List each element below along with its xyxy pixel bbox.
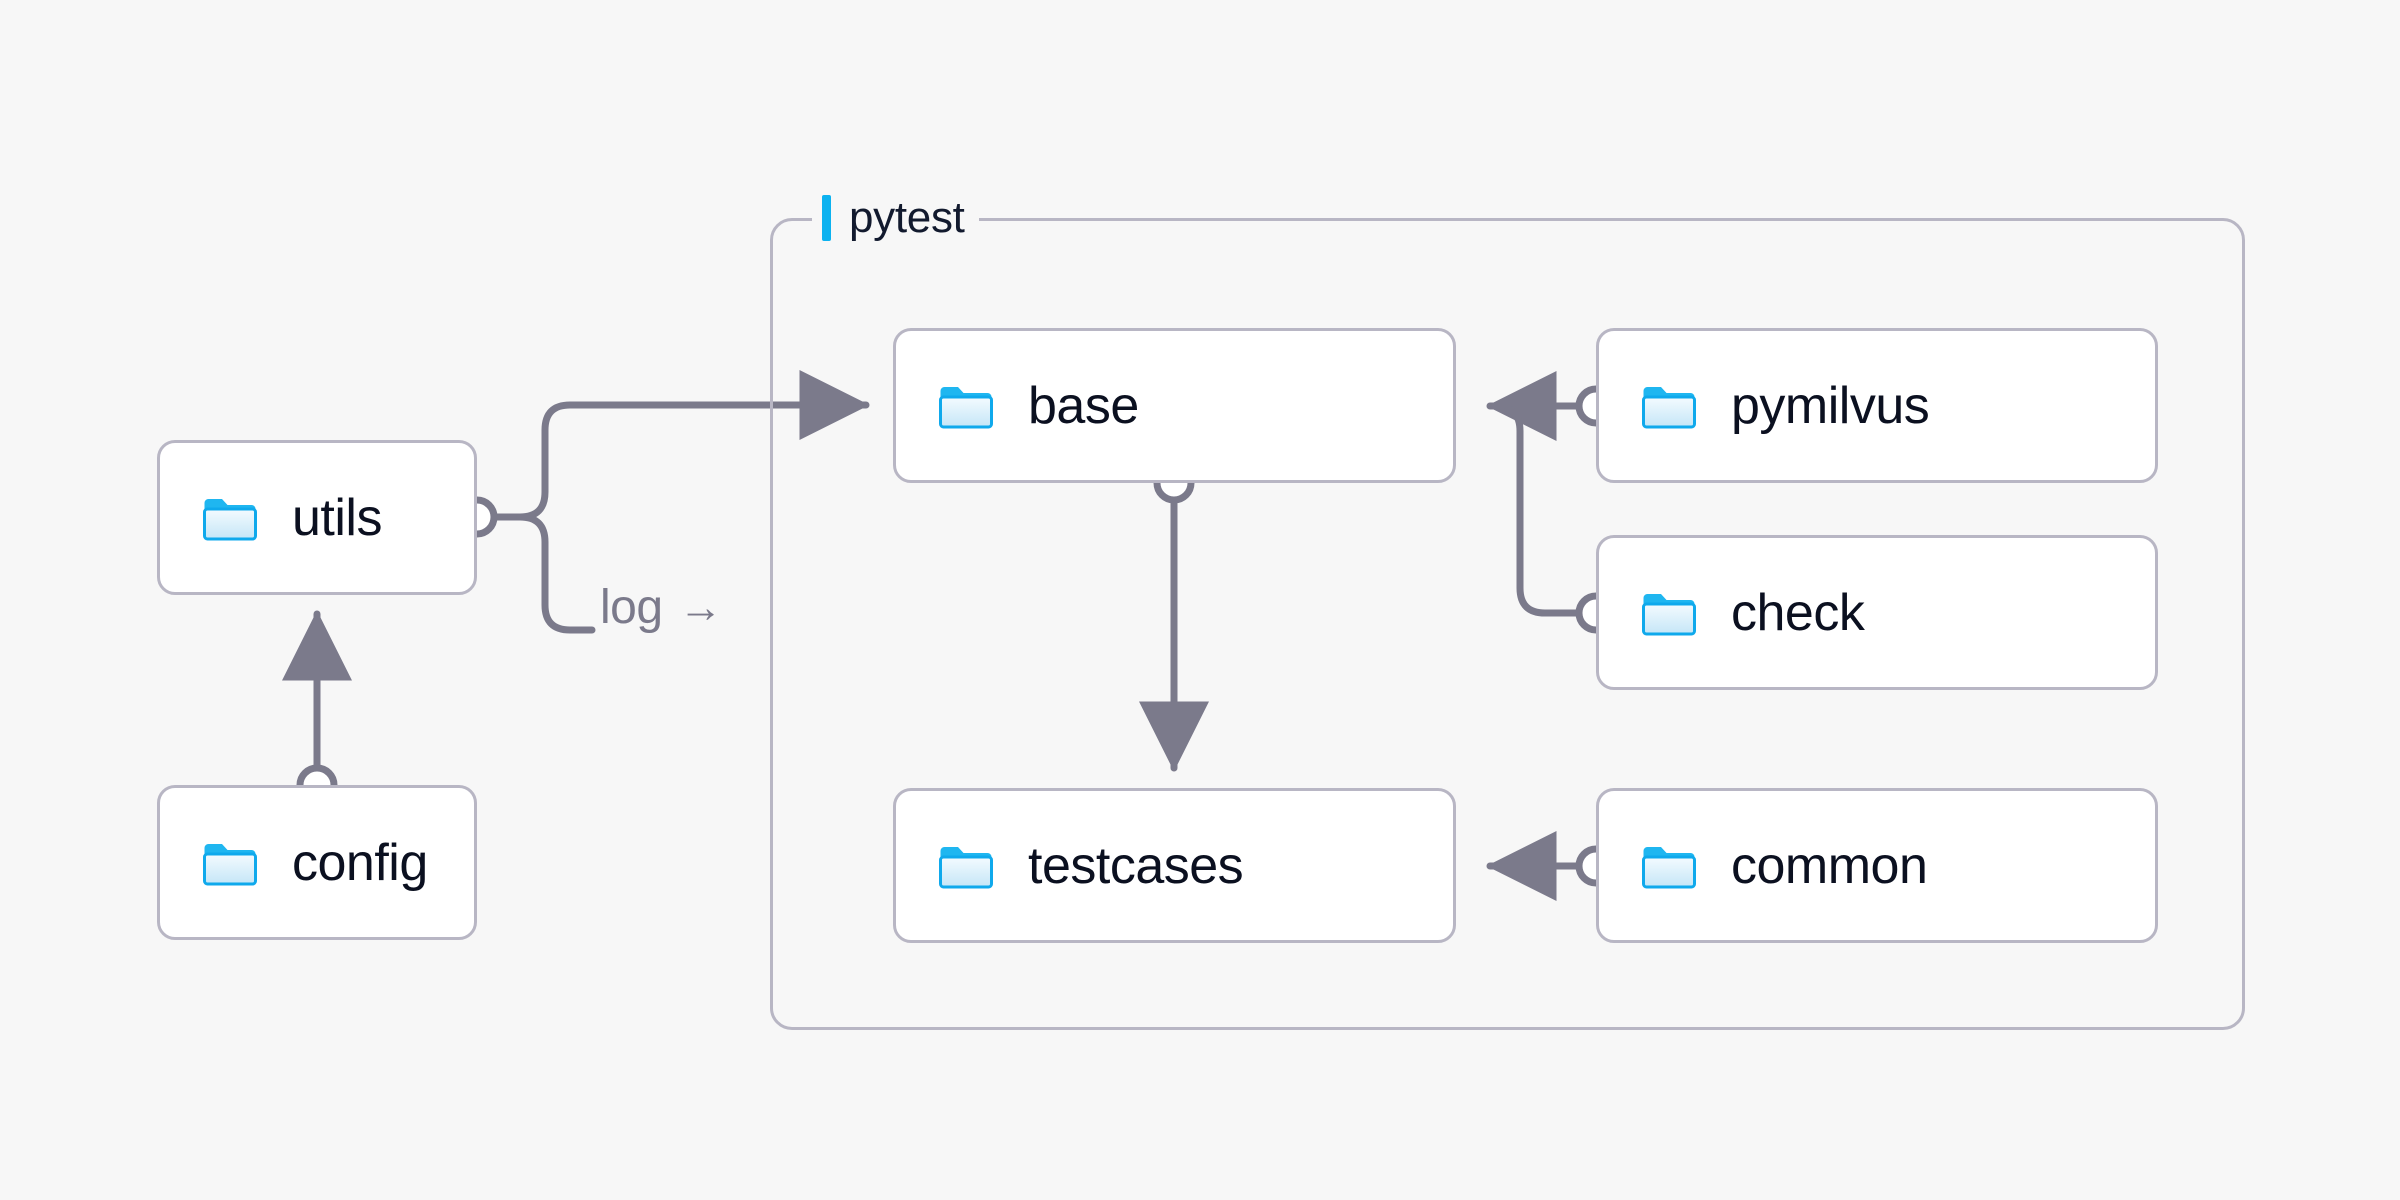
folder-icon: [1642, 593, 1696, 635]
node-check[interactable]: check: [1596, 535, 2158, 690]
edge-label-log-text: log: [600, 581, 663, 634]
arrow-right-icon: →: [678, 582, 723, 632]
edge-utils-to-log: [516, 513, 596, 634]
group-label-text: pytest: [849, 193, 965, 242]
edge-label-log: log →: [600, 580, 723, 635]
node-testcases[interactable]: testcases: [893, 788, 1456, 943]
folder-icon: [1642, 386, 1696, 428]
node-base[interactable]: base: [893, 328, 1456, 483]
folder-icon: [1642, 846, 1696, 888]
group-pytest-container[interactable]: [770, 218, 2245, 1030]
node-pymilvus[interactable]: pymilvus: [1596, 328, 2158, 483]
node-check-label: check: [1731, 583, 1865, 642]
node-testcases-label: testcases: [1028, 836, 1244, 895]
node-pymilvus-label: pymilvus: [1731, 376, 1930, 435]
folder-icon: [203, 498, 257, 540]
node-common-label: common: [1731, 836, 1928, 895]
node-config[interactable]: config: [157, 785, 477, 940]
node-common[interactable]: common: [1596, 788, 2158, 943]
node-config-label: config: [292, 833, 428, 892]
folder-icon: [939, 846, 993, 888]
folder-icon: [203, 843, 257, 885]
node-utils[interactable]: utils: [157, 440, 477, 595]
group-pytest-label: pytest: [812, 191, 979, 245]
group-accent-bar: [822, 195, 831, 241]
node-utils-label: utils: [292, 488, 382, 547]
node-base-label: base: [1028, 376, 1139, 435]
folder-icon: [939, 386, 993, 428]
